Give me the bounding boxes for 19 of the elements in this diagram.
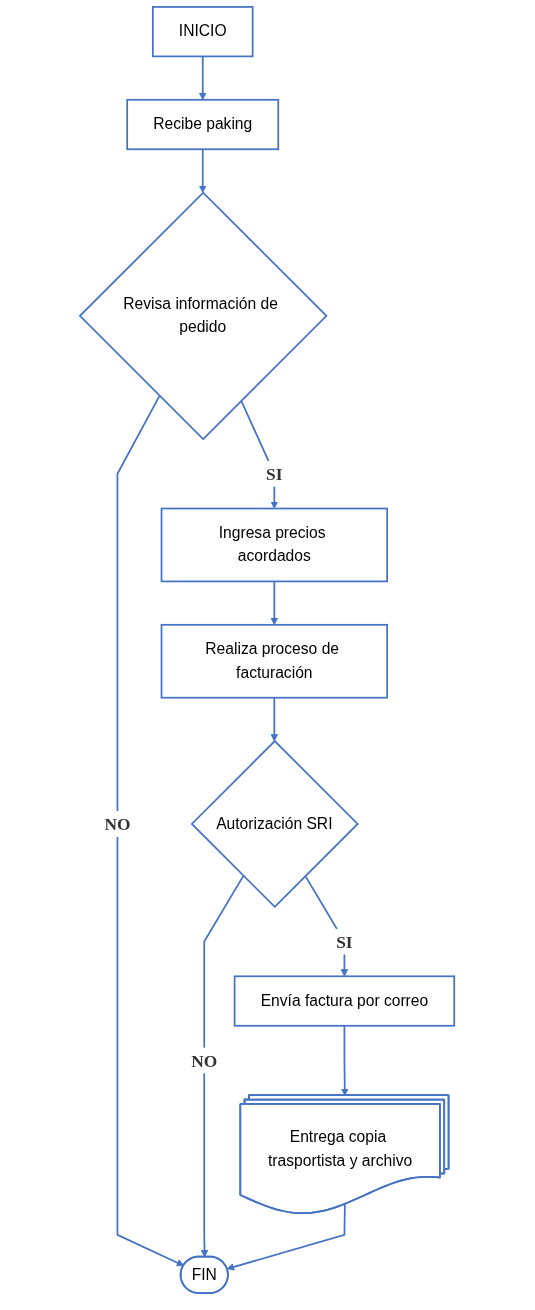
arrow — [341, 1024, 349, 1096]
node-box: Recibe paking — [126, 98, 280, 151]
node-box: Realiza proceso de facturación — [161, 623, 389, 699]
arrow — [199, 148, 207, 193]
arrow — [227, 1203, 347, 1271]
node-box: INICIO — [152, 6, 254, 58]
edge-label: NO — [104, 814, 131, 834]
edge-label: SI — [336, 932, 354, 952]
edge-label: NO — [191, 1050, 218, 1071]
arrow — [270, 580, 279, 626]
node-diamond: Autorización SRI — [191, 739, 360, 909]
arrow — [117, 395, 185, 1267]
arrow — [270, 696, 279, 742]
arrow — [201, 875, 245, 1258]
node-box: Ingresa precios acordados — [161, 507, 389, 583]
node-box: Envía factura por correo — [234, 975, 456, 1027]
node-diamond: Revisa información de pedido — [79, 191, 329, 441]
arrow — [199, 55, 207, 101]
edge-label: SI — [266, 464, 283, 484]
